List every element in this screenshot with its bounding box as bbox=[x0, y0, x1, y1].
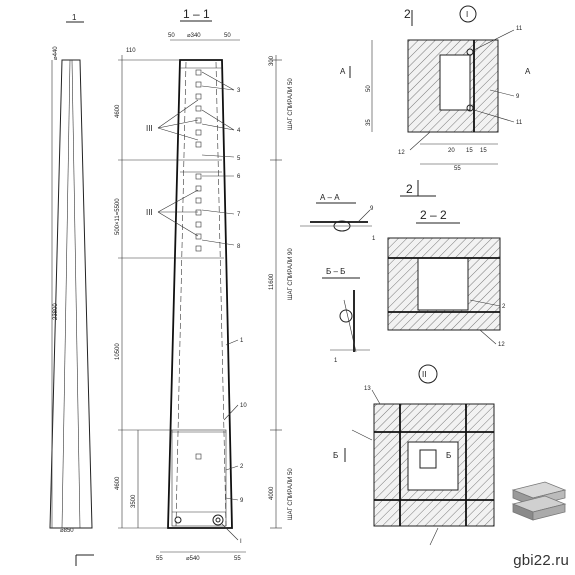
section-A-A: А – А 9 1 bbox=[300, 193, 376, 242]
spiral-pitch-top: ШАГ СПИРАЛИ 50 bbox=[288, 78, 294, 130]
callout-8: 8 bbox=[237, 244, 241, 250]
callout-5: 5 bbox=[237, 156, 241, 162]
callout-3: 3 bbox=[237, 88, 241, 94]
left-dim-5: 3500 bbox=[131, 494, 137, 508]
section-1-1-right-dims: 300 11600 4000 ШАГ СПИРАЛИ 50 ШАГ СПИРАЛ… bbox=[269, 55, 294, 529]
node-I-callout-12: 12 bbox=[398, 150, 405, 156]
site-watermark: gbi22.ru bbox=[505, 478, 575, 575]
node-I-dim-6: 55 bbox=[454, 166, 461, 172]
node-I-callout-11b: 11 bbox=[516, 120, 523, 126]
section-2-2-callout-2: 2 bbox=[502, 304, 506, 310]
node-I-dim-3: 20 bbox=[448, 148, 455, 154]
section-A-A-dim: 1 bbox=[372, 236, 376, 242]
section-1-1-title: 1 – 1 bbox=[183, 7, 210, 21]
left-dim-2: 500×11=5500 bbox=[115, 198, 121, 235]
section-A-A-title: А – А bbox=[320, 193, 340, 202]
node-I-section-mark-bottom: 2 bbox=[406, 182, 413, 196]
top-dim-right: 50 bbox=[224, 33, 231, 39]
watermark-text: gbi22.ru bbox=[513, 552, 569, 569]
section-1-1-bottom-dims: 55 ⌀540 55 bbox=[156, 551, 246, 562]
top-dim-left: 50 bbox=[168, 33, 175, 39]
section-B-B-dim: 1 bbox=[334, 358, 338, 364]
bottom-dim-right: 55 bbox=[234, 556, 241, 562]
lower-reinforcement bbox=[171, 429, 227, 527]
callout-2: 2 bbox=[240, 464, 244, 470]
stacked-blocks-icon bbox=[511, 481, 567, 521]
node-mark-I: I bbox=[240, 539, 242, 545]
view-1-elevation: 1 ⌀440 23800 ⌀850 bbox=[49, 13, 94, 566]
node-I: 2 I А А 50 35 20 15 15 55 11 9 11 12 2 bbox=[340, 5, 531, 197]
pole-outline bbox=[167, 59, 233, 529]
node-I-dim-2: 35 bbox=[366, 119, 372, 126]
section-2-2: 2 – 2 2 12 bbox=[387, 208, 506, 348]
section-2-2-title: 2 – 2 bbox=[420, 208, 447, 222]
node-II-side-mark-right: Б bbox=[446, 451, 451, 460]
left-dim-1: 4600 bbox=[115, 104, 121, 118]
section-1-1-top-dims: 50 ⌀340 50 110 bbox=[126, 33, 240, 54]
left-dim-4: 4600 bbox=[115, 476, 121, 490]
section-1-1-left-dims: 4600 500×11=5500 10500 4600 3500 bbox=[115, 55, 180, 529]
node-I-dim-1: 50 bbox=[366, 85, 372, 92]
top-dim-dia: ⌀340 bbox=[187, 33, 201, 39]
node-I-callout-9: 9 bbox=[516, 94, 520, 100]
callout-7: 7 bbox=[237, 212, 241, 218]
section-1-1-roman-marks: III III bbox=[146, 99, 199, 237]
upper-reinforcement bbox=[178, 67, 224, 259]
node-I-dim-4: 15 bbox=[466, 148, 473, 154]
callout-1: 1 bbox=[240, 338, 244, 344]
node-II-side-mark-left: Б bbox=[333, 451, 338, 460]
node-I-side-mark-left: А bbox=[340, 67, 346, 76]
right-small-2: 11600 bbox=[269, 273, 275, 290]
view-1-number: 1 bbox=[72, 13, 77, 22]
node-II-callout: 13 bbox=[364, 386, 371, 392]
section-2-2-callout-12: 12 bbox=[498, 342, 505, 348]
view-1-top-dia: ⌀440 bbox=[53, 46, 59, 60]
bottom-dim-dia: ⌀540 bbox=[186, 556, 200, 562]
spiral-pitch-mid: ШАГ СПИРАЛИ 90 bbox=[288, 248, 294, 300]
section-1-1-callouts: 3 4 5 6 7 8 1 10 2 9 I bbox=[201, 71, 247, 545]
right-small-3: 4000 bbox=[269, 486, 275, 500]
callout-4: 4 bbox=[237, 128, 241, 134]
right-small-1: 300 bbox=[269, 55, 275, 66]
roman-mark-upper: III bbox=[146, 124, 153, 133]
view-1-length: 23800 bbox=[53, 303, 59, 320]
node-I-side-mark-right: А bbox=[525, 67, 531, 76]
top-dim-cap: 110 bbox=[126, 48, 136, 54]
roman-mark-lower: III bbox=[146, 208, 153, 217]
left-dim-3: 10500 bbox=[115, 343, 121, 360]
view-1-base-dia: ⌀850 bbox=[60, 528, 74, 534]
node-I-callout-11a: 11 bbox=[516, 26, 523, 32]
node-I-section-mark: 2 bbox=[404, 7, 411, 21]
callout-10: 10 bbox=[240, 403, 247, 409]
spiral-pitch-bottom: ШАГ СПИРАЛИ 50 bbox=[288, 468, 294, 520]
section-1-1: 1 – 1 50 ⌀340 50 110 bbox=[115, 7, 294, 562]
section-B-B: Б – Б 1 bbox=[322, 267, 370, 364]
section-A-A-callout: 9 bbox=[370, 206, 374, 212]
callout-6: 6 bbox=[237, 174, 241, 180]
node-II-title: II bbox=[422, 370, 426, 379]
section-B-B-title: Б – Б bbox=[326, 267, 345, 276]
node-I-title: I bbox=[466, 10, 468, 19]
node-I-dim-5: 15 bbox=[480, 148, 487, 154]
callout-9: 9 bbox=[240, 498, 244, 504]
bottom-dim-left: 55 bbox=[156, 556, 163, 562]
node-II: II 13 Б Б bbox=[333, 364, 495, 546]
